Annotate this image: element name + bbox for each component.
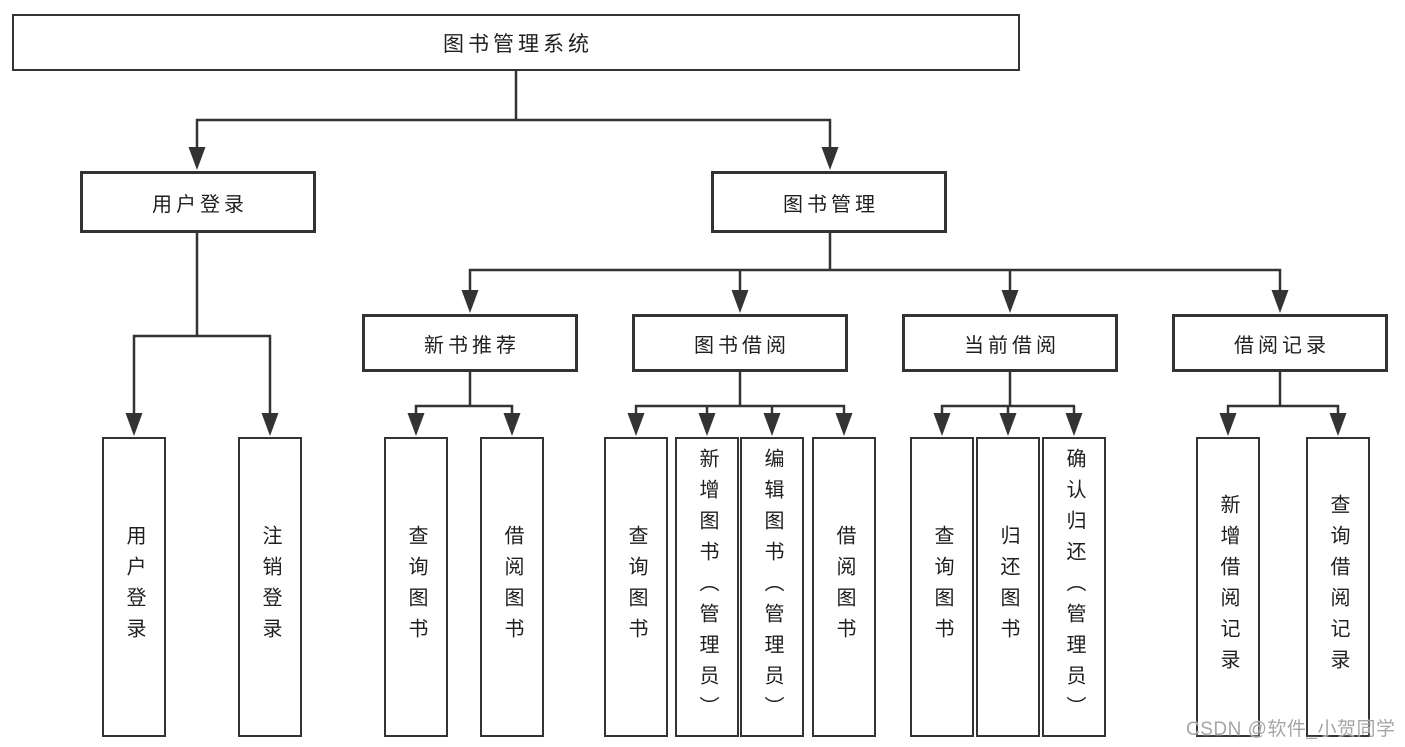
csdn-watermark: CSDN @软件_小贺同学 xyxy=(1186,719,1396,740)
node-root: 图书管理系统 xyxy=(12,14,1020,71)
arrowhead-icons xyxy=(125,147,1347,436)
node-book-borrow: 图书借阅 xyxy=(632,314,848,372)
node-book-management: 图书管理 xyxy=(711,171,947,233)
leaf-recommend-query-books: 查询图书 xyxy=(384,437,448,737)
leaf-edit-books-admin: 编辑图书（管理员） xyxy=(740,437,804,737)
node-user-login: 用户登录 xyxy=(80,171,316,233)
node-borrow-records: 借阅记录 xyxy=(1172,314,1388,372)
leaf-borrow-books: 借阅图书 xyxy=(812,437,876,737)
leaf-add-books-admin: 新增图书（管理员） xyxy=(675,437,739,737)
leaf-confirm-return-admin: 确认归还（管理员） xyxy=(1042,437,1106,737)
leaf-current-query-books: 查询图书 xyxy=(910,437,974,737)
leaf-user-login: 用户登录 xyxy=(102,437,166,737)
node-current-borrow: 当前借阅 xyxy=(902,314,1118,372)
leaf-recommend-borrow-books: 借阅图书 xyxy=(480,437,544,737)
leaf-add-borrow-record: 新增借阅记录 xyxy=(1196,437,1260,737)
leaf-borrow-query-books: 查询图书 xyxy=(604,437,668,737)
leaf-return-books: 归还图书 xyxy=(976,437,1040,737)
leaf-logout: 注销登录 xyxy=(238,437,302,737)
leaf-query-borrow-record: 查询借阅记录 xyxy=(1306,437,1370,737)
node-new-book-recommend: 新书推荐 xyxy=(362,314,578,372)
